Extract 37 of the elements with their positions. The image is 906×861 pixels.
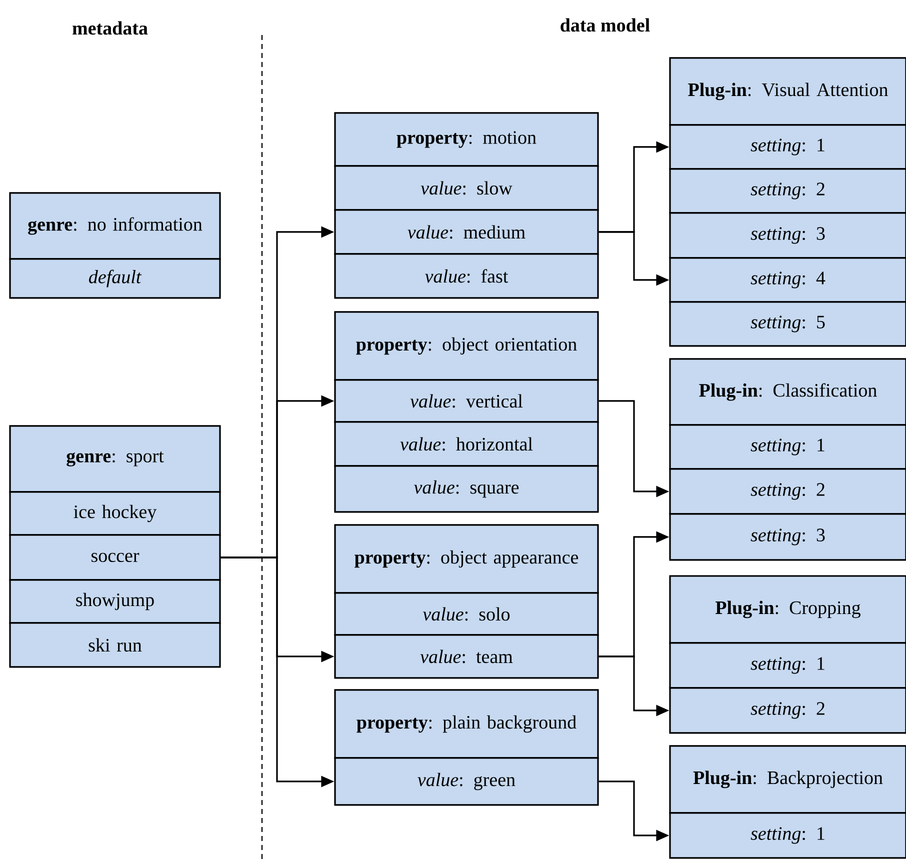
header-cell: property: plain background	[334, 689, 599, 759]
table-cell: value: team	[334, 634, 599, 679]
section-heading: data model	[560, 18, 650, 32]
header-cell: Plug-in: Backprojection	[669, 745, 906, 814]
table-cell: ice hockey	[9, 491, 221, 536]
table-cell: setting: 3	[669, 513, 906, 561]
table-cell: setting: 3	[669, 212, 906, 259]
table-cell: default	[9, 258, 221, 299]
header-cell: Plug-in: Classification	[669, 358, 906, 426]
table-cell: setting: 2	[669, 168, 906, 214]
table-cell: setting: 1	[669, 124, 906, 170]
table-cell: setting: 2	[669, 687, 906, 734]
header-cell: property: object appearance	[334, 524, 599, 594]
table-cell: setting: 1	[669, 424, 906, 470]
header-cell: genre: no information	[9, 192, 221, 260]
table-cell: value: vertical	[334, 379, 599, 423]
table-cell: setting: 5	[669, 301, 906, 347]
section-heading: metadata	[72, 21, 148, 35]
header-cell: property: object orientation	[334, 311, 599, 381]
table-cell: soccer	[9, 534, 221, 581]
table-cell: value: solo	[334, 592, 599, 636]
table-cell: setting: 1	[669, 812, 906, 859]
table-cell: value: slow	[334, 165, 599, 211]
table-cell: value: medium	[334, 209, 599, 255]
table-cell: property: motion	[334, 112, 599, 167]
header-cell: genre: sport	[9, 425, 221, 493]
table-cell: showjump	[9, 579, 221, 624]
table-cell: ski run	[9, 622, 221, 668]
table-cell: value: green	[334, 757, 599, 806]
table-cell: value: square	[334, 465, 599, 513]
header-cell: Plug-in: Cropping	[669, 575, 906, 644]
table-cell: value: horizontal	[334, 421, 599, 467]
table-cell: value: fast	[334, 253, 599, 299]
header-cell: Plug-in: Visual Attention	[669, 57, 906, 126]
table-cell: setting: 2	[669, 468, 906, 515]
table-cell: setting: 1	[669, 642, 906, 689]
table-cell: setting: 4	[669, 257, 906, 303]
